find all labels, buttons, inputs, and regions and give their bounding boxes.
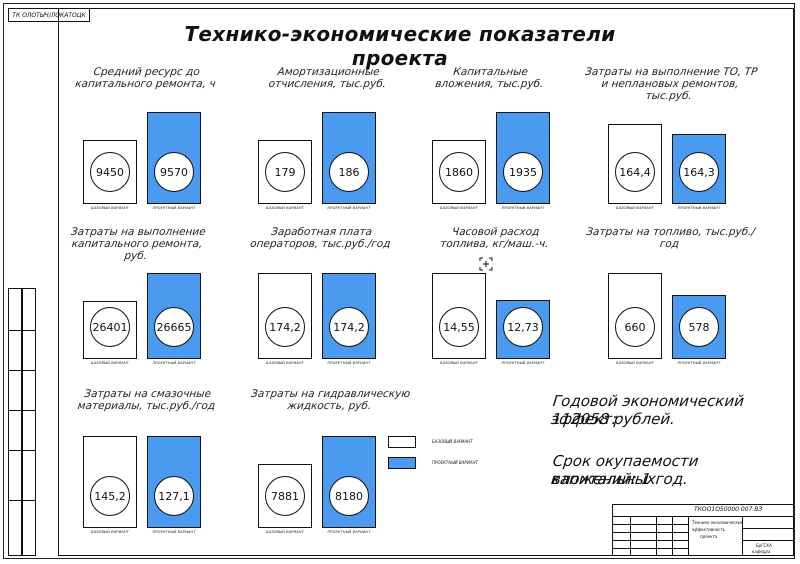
base-variant-bar-value: 1860 [439,152,479,192]
crosshair-cursor-icon [479,257,493,271]
stamp-line [742,528,794,529]
stamp-line [656,516,657,556]
base-variant-caption: БАЗОВЫЙ ВАРИАНТ [440,361,478,365]
project-variant-bar-value: 174,2 [329,307,369,347]
base-variant-bar-value: 174,2 [265,307,305,347]
inner-frame [58,8,794,556]
chart-title: Средний ресурс до капитального ремонта, … [74,66,217,90]
chart-title: Амортизационные отчисления, тыс.руб. [268,66,387,90]
title-block [612,504,794,556]
project-variant-bar-value: 26665 [154,307,194,347]
stamp-line [742,540,794,541]
strip-divider [8,450,36,451]
stamp-org-1: БрГСХА [756,543,772,548]
project-variant-bar-value: 127,1 [154,476,194,516]
project-variant-bar-value: 8180 [329,476,369,516]
project-variant-caption: ПРОЕКТНЫЙ ВАРИАНТ [152,206,196,210]
effect-line-2: 112058 рублей. [551,410,676,428]
base-variant-caption: БАЗОВЫЙ ВАРИАНТ [616,361,654,365]
doc-code-box: ТК ОЛОТЫЧ/ЛОКАТОЦК [8,8,90,22]
chart-title: Затраты на выполнение ТО, ТР и неплановы… [584,66,758,102]
stamp-line [612,532,688,533]
chart-title: Заработная плата операторов, тыс.руб./го… [249,226,392,250]
chart-title: Часовой расход топлива, кг/маш.-ч. [439,226,550,250]
stamp-line [612,548,688,549]
legend-base-label: БАЗОВЫЙ ВАРИАНТ [432,439,473,444]
base-variant-bar-value: 14,55 [439,307,479,347]
stamp-line [688,516,689,556]
stamp-name-1: Технико-экономические [692,520,744,525]
stamp-code: ТКОО1О50000 007 ВЗ [694,506,763,513]
project-variant-bar-value: 164,3 [679,152,719,192]
payback-line-2: вложений: 1 год. [551,470,689,488]
base-variant-caption: БАЗОВЫЙ ВАРИАНТ [266,530,304,534]
base-variant-caption: БАЗОВЫЙ ВАРИАНТ [91,206,129,210]
legend-base-swatch [388,436,416,448]
strip-divider [8,330,36,331]
base-variant-caption: БАЗОВЫЙ ВАРИАНТ [266,206,304,210]
project-variant-caption: ПРОЕКТНЫЙ ВАРИАНТ [501,206,545,210]
base-variant-bar-value: 179 [265,152,305,192]
base-variant-bar-value: 164,4 [615,152,655,192]
binding-strip-2 [22,288,36,556]
project-variant-bar-value: 12,73 [503,307,543,347]
chart-title: Затраты на топливо, тыс.руб./год [585,226,756,250]
legend-project-label: ПРОЕКТНЫЙ ВАРИАНТ [432,460,478,465]
project-variant-caption: ПРОЕКТНЫЙ ВАРИАНТ [327,530,371,534]
project-variant-caption: ПРОЕКТНЫЙ ВАРИАНТ [152,361,196,365]
doc-code: ТК ОЛОТЫЧ/ЛОКАТОЦК [12,12,86,19]
base-variant-bar-value: 145,2 [90,476,130,516]
base-variant-caption: БАЗОВЫЙ ВАРИАНТ [616,206,654,210]
base-variant-caption: БАЗОВЫЙ ВАРИАНТ [91,530,129,534]
project-variant-caption: ПРОЕКТНЫЙ ВАРИАНТ [677,361,721,365]
stamp-line [612,516,794,517]
stamp-name-2: эффективность [692,527,726,532]
outer-frame [3,3,795,559]
stamp-line [612,524,688,525]
stamp-line [630,516,631,556]
base-variant-bar-value: 660 [615,307,655,347]
page-title: Технико-экономические показатели проекта [184,22,616,70]
base-variant-bar-value: 26401 [90,307,130,347]
project-variant-caption: ПРОЕКТНЫЙ ВАРИАНТ [327,361,371,365]
project-variant-bar-value: 1935 [503,152,543,192]
project-variant-caption: ПРОЕКТНЫЙ ВАРИАНТ [152,530,196,534]
strip-divider [8,370,36,371]
strip-divider [8,500,36,501]
base-variant-caption: БАЗОВЫЙ ВАРИАНТ [266,361,304,365]
stamp-org-2: кафедра [752,549,771,554]
strip-divider [8,410,36,411]
base-variant-bar-value: 9450 [90,152,130,192]
project-variant-caption: ПРОЕКТНЫЙ ВАРИАНТ [327,206,371,210]
chart-title: Затраты на выполнение капитального ремон… [70,226,207,262]
project-variant-bar-value: 186 [329,152,369,192]
stamp-name-3: проекта [700,534,718,539]
chart-title: Затраты на смазочные материалы, тыс.руб.… [76,388,216,412]
binding-strip [8,288,22,556]
project-variant-bar-value: 9570 [154,152,194,192]
stamp-line [742,516,743,556]
legend-project-swatch [388,457,416,469]
chart-title: Затраты на гидравлическую жидкость, руб. [250,388,411,412]
base-variant-caption: БАЗОВЫЙ ВАРИАНТ [91,361,129,365]
base-variant-bar-value: 7881 [265,476,305,516]
project-variant-caption: ПРОЕКТНЫЙ ВАРИАНТ [677,206,721,210]
chart-title: Капитальные вложения, тыс.руб. [434,66,545,90]
base-variant-caption: БАЗОВЫЙ ВАРИАНТ [440,206,478,210]
stamp-line [672,516,673,556]
stamp-line [612,540,688,541]
project-variant-bar-value: 578 [679,307,719,347]
project-variant-caption: ПРОЕКТНЫЙ ВАРИАНТ [501,361,545,365]
